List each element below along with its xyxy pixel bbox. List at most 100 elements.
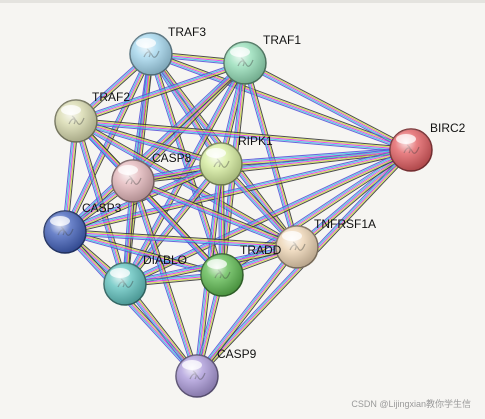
edge-traf1-tnfrsf1a [242, 62, 300, 248]
edge-strand [133, 151, 412, 184]
node-label-ripk1: RIPK1 [238, 134, 273, 148]
edge-strand [132, 180, 298, 248]
edge-strand [65, 229, 298, 246]
node-label-casp3: CASP3 [82, 201, 122, 215]
edge-strand [64, 53, 152, 233]
node-label-casp8: CASP8 [152, 151, 192, 165]
edge-strand [66, 54, 154, 234]
top-border [0, 0, 485, 3]
edge-strand [64, 231, 298, 248]
node-birc2[interactable]: BIRC2 [389, 121, 466, 172]
edge-strand [151, 52, 412, 150]
edge-strand [245, 61, 412, 150]
edge-traf2-tnfrsf1a [74, 118, 299, 250]
edge-strand [220, 147, 410, 274]
node-label-tnfrsf1a: TNFRSF1A [314, 217, 376, 231]
edge-strand [123, 162, 221, 284]
edge-strand [133, 150, 412, 183]
edge-strand [65, 165, 223, 235]
edge-strand [76, 118, 412, 149]
edge-strand [131, 182, 297, 250]
edge-strand [64, 148, 411, 232]
edge-strand [133, 179, 298, 247]
edge-strand [65, 229, 223, 274]
edge-strand [64, 233, 297, 250]
edge-strand [75, 121, 297, 249]
edge-strand [75, 60, 245, 120]
node-casp9[interactable]: CASP9 [175, 347, 257, 398]
edge-strand [76, 119, 298, 247]
node-label-traf3: TRAF3 [168, 25, 206, 39]
edge-strand [149, 55, 411, 153]
node-casp3[interactable]: CASP3 [43, 201, 122, 254]
edge-strand [75, 121, 411, 152]
edge-traf1-birc2 [243, 60, 413, 153]
node-tradd[interactable]: TRADD [200, 243, 282, 297]
edge-strand [75, 122, 221, 167]
edge-strand [244, 62, 298, 248]
edge-casp8-tnfrsf1a [131, 178, 299, 250]
node-highlight [282, 231, 302, 241]
node-traf1[interactable]: TRAF1 [223, 33, 301, 85]
edge-strand [75, 120, 412, 151]
edge-strand [75, 120, 298, 248]
edge-strand [76, 63, 246, 123]
edge-strand [295, 148, 411, 247]
edge-strand [196, 246, 298, 377]
edge-strand [65, 150, 412, 234]
edge-strand [124, 163, 222, 285]
edge-strand [198, 248, 300, 378]
edge-strand [134, 64, 248, 184]
edge-strand [151, 53, 223, 164]
edge-strand [245, 60, 413, 149]
edge-strand [76, 119, 222, 164]
edge-strand [65, 151, 412, 235]
edge-strand [65, 63, 247, 234]
edge-strand [244, 63, 411, 152]
edge-tnfrsf1a-casp9 [194, 245, 300, 378]
node-tnfrsf1a[interactable]: TNFRSF1A [275, 217, 376, 269]
edge-strand [242, 63, 296, 248]
edge-strand [132, 180, 198, 377]
edge-traf3-casp3 [62, 52, 154, 234]
edge-strand [62, 233, 196, 379]
edge-strand [295, 147, 410, 246]
node-highlight [61, 105, 81, 115]
edge-strand [149, 54, 221, 165]
edge-strand [243, 63, 297, 248]
edge-strand [75, 61, 245, 121]
edge-strand [65, 230, 298, 247]
node-highlight [182, 360, 202, 370]
node-traf2[interactable]: TRAF2 [54, 90, 130, 143]
edge-strand [133, 178, 299, 246]
edge-traf2-birc2 [75, 118, 412, 153]
edge-strand [244, 62, 412, 151]
edge-strand [64, 149, 412, 233]
node-label-casp9: CASP9 [217, 347, 257, 361]
node-casp8[interactable]: CASP8 [111, 151, 192, 203]
edge-strand [194, 245, 296, 375]
edge-strand [76, 120, 127, 284]
edge-strand [76, 118, 299, 246]
edge-birc2-casp3 [64, 147, 412, 235]
edge-strand [132, 181, 297, 249]
node-label-tradd: TRADD [240, 243, 282, 257]
edge-strand [197, 247, 299, 378]
edge-strand [62, 52, 150, 232]
edge-strand [73, 121, 124, 285]
node-diablo[interactable]: DIABLO [103, 253, 187, 306]
watermark-text: CSDN @Lijingxian教你学生信 [351, 399, 471, 409]
edge-strand [220, 147, 411, 163]
node-highlight [206, 148, 226, 158]
edge-strand [64, 232, 297, 249]
node-label-birc2: BIRC2 [430, 121, 466, 135]
edge-traf3-birc2 [149, 51, 413, 153]
edge-strand [132, 149, 412, 182]
node-ripk1[interactable]: RIPK1 [199, 134, 273, 186]
node-traf3[interactable]: TRAF3 [129, 25, 206, 76]
edge-strand [151, 51, 413, 149]
edge-strand [150, 54, 411, 152]
node-highlight [230, 47, 250, 57]
node-highlight [136, 38, 156, 48]
edge-traf1-traf2 [75, 60, 246, 124]
